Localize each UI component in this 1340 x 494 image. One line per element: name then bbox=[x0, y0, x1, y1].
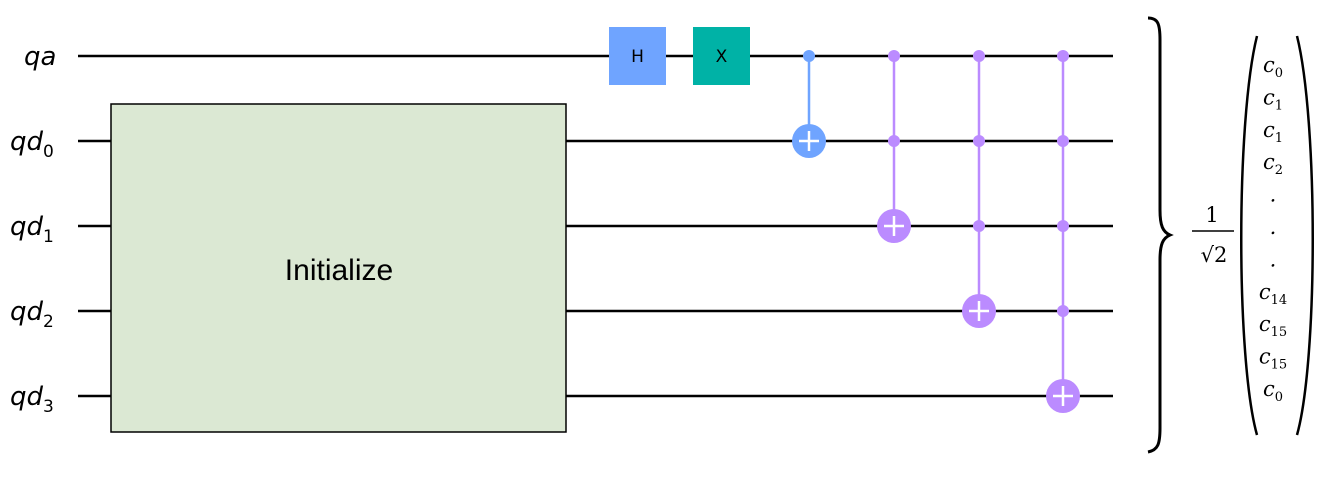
initialize-gate: Initialize bbox=[110, 103, 567, 433]
initialize-box bbox=[110, 103, 567, 433]
mcx-gate-2 bbox=[962, 50, 996, 328]
factor-numerator: 1 bbox=[1205, 203, 1218, 227]
qubit-labels: qa qd0 qd1 qd2 qd3 bbox=[10, 42, 56, 417]
mcx-2-control-qd0 bbox=[973, 135, 985, 147]
mcx-2-control-qa bbox=[973, 50, 985, 62]
mcx-gate-3 bbox=[1046, 50, 1080, 413]
state-entry: c0 bbox=[1263, 377, 1283, 405]
h-gate: H bbox=[609, 27, 666, 85]
state-vector-entries: c0 c1 c1 c2... c14 c15 c15 c0 bbox=[1259, 53, 1287, 405]
x-gate-label: X bbox=[716, 47, 728, 67]
mcx-1-control-qd0 bbox=[888, 135, 900, 147]
qubit-label-qd0: qd0 bbox=[10, 127, 54, 162]
mcx-3-control-qa bbox=[1057, 50, 1069, 62]
state-vector: c0 c1 c1 c2... c14 c15 c15 c0 bbox=[1240, 35, 1314, 436]
factor-denominator: √2 bbox=[1201, 243, 1228, 267]
state-entry: c15 bbox=[1259, 312, 1287, 340]
state-entry: c1 bbox=[1263, 118, 1283, 146]
mcx-3-control-qd0 bbox=[1057, 135, 1069, 147]
state-entry: . bbox=[1270, 183, 1277, 207]
state-entry: c1 bbox=[1263, 85, 1283, 113]
right-parenthesis bbox=[1295, 35, 1314, 436]
h-gate-label: H bbox=[631, 47, 644, 67]
mcx-2-control-qd1 bbox=[973, 220, 985, 232]
initialize-label: Initialize bbox=[285, 254, 393, 287]
mcx-3-control-qd1 bbox=[1057, 220, 1069, 232]
curly-brace bbox=[1147, 16, 1174, 454]
normalization-factor: 1 √2 bbox=[1192, 203, 1234, 267]
qubit-label-qd1: qd1 bbox=[10, 212, 54, 247]
mcx-1-control-qa bbox=[888, 50, 900, 62]
cnot-gate bbox=[792, 50, 826, 158]
qubit-label-qd2: qd2 bbox=[10, 297, 54, 332]
h-gate-box bbox=[609, 27, 666, 85]
state-entry: c0 bbox=[1263, 53, 1283, 81]
left-parenthesis bbox=[1240, 35, 1259, 436]
state-entry: c15 bbox=[1259, 345, 1287, 373]
cnot-control-dot bbox=[803, 50, 815, 62]
x-gate-box bbox=[693, 27, 750, 85]
state-entry: . bbox=[1270, 247, 1277, 271]
mcx-gate-1 bbox=[877, 50, 911, 243]
state-entry: . bbox=[1270, 215, 1277, 239]
state-entry: c14 bbox=[1259, 280, 1287, 308]
mcx-3-control-qd2 bbox=[1057, 305, 1069, 317]
x-gate: X bbox=[693, 27, 750, 85]
qubit-label-qa: qa bbox=[24, 42, 56, 72]
qubit-label-qd3: qd3 bbox=[10, 382, 54, 417]
state-entry: c2 bbox=[1263, 150, 1283, 178]
